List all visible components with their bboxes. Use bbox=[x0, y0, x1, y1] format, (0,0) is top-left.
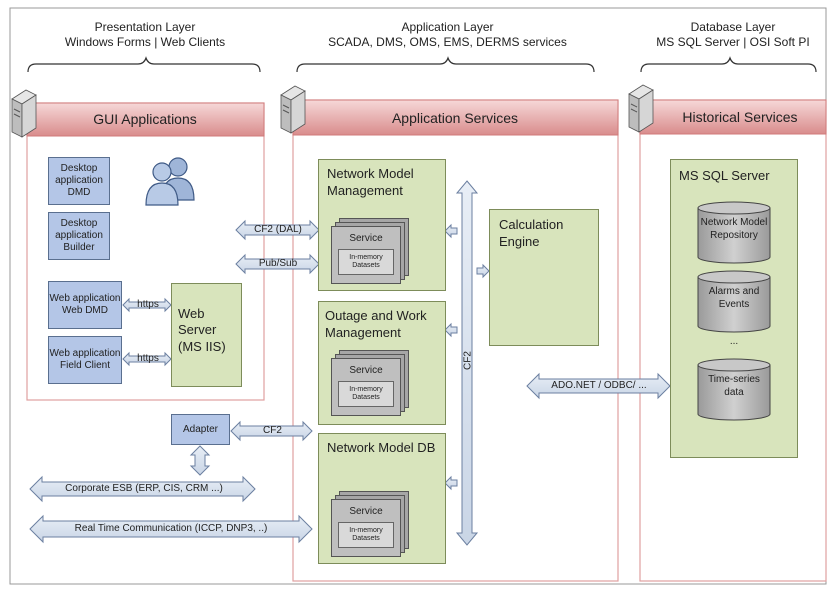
presentation-layer-title: Presentation Layer bbox=[94, 20, 196, 34]
ado-label: ADO.NET / ODBC/ ... bbox=[551, 380, 647, 391]
historical-header bbox=[639, 99, 827, 135]
service-box: Service In-memory Datasets bbox=[331, 226, 401, 284]
cf2-bus-label: CF2 bbox=[462, 351, 474, 370]
server-icon bbox=[280, 85, 306, 134]
service-label: Service bbox=[349, 233, 383, 244]
datasets-box: In-memory Datasets bbox=[338, 381, 394, 407]
service-title: Network Model DB bbox=[327, 440, 436, 455]
service-box: Service In-memory Datasets bbox=[331, 499, 401, 557]
https-label: https bbox=[137, 353, 159, 364]
web-server-label: Web Server (MS IIS) bbox=[178, 306, 226, 354]
presentation-brace bbox=[27, 56, 261, 73]
historical-title: Historical Services bbox=[682, 109, 798, 125]
service-title: Network Model Management bbox=[327, 166, 414, 198]
esb-arrow bbox=[29, 475, 256, 503]
network-model-db-box: Network Model DB Service In-memory Datas… bbox=[318, 433, 446, 564]
database-brace bbox=[640, 56, 817, 73]
service-title: Outage and Work Management bbox=[325, 308, 427, 340]
adapter-box: Adapter bbox=[171, 414, 230, 445]
service-label: Service bbox=[349, 365, 383, 376]
datasets-box: In-memory Datasets bbox=[338, 522, 394, 548]
db-cylinder-label: Network Model Repository bbox=[700, 217, 768, 241]
db-cylinder: Alarms and Events bbox=[697, 270, 771, 334]
db-cylinder: Time-series data bbox=[697, 358, 771, 422]
db-cylinder: Network Model Repository bbox=[697, 201, 771, 265]
service-label: Service bbox=[349, 506, 383, 517]
web-server-box: Web Server (MS IIS) bbox=[171, 283, 242, 387]
calc-engine-label: Calculation Engine bbox=[499, 217, 564, 249]
pubsub-label: Pub/Sub bbox=[258, 258, 298, 269]
db-cylinder-label: Alarms and Events bbox=[708, 286, 760, 310]
server-icon bbox=[628, 84, 654, 133]
service-box: Service In-memory Datasets bbox=[331, 358, 401, 416]
server-icon bbox=[11, 89, 37, 138]
rtc-arrow bbox=[29, 514, 313, 544]
adapter-cf2-label: CF2 bbox=[263, 425, 282, 436]
esb-label: Corporate ESB (ERP, CIS, CRM ...) bbox=[65, 483, 223, 494]
datasets-box: In-memory Datasets bbox=[338, 249, 394, 275]
presentation-layer-subtitle: Windows Forms | Web Clients bbox=[64, 35, 226, 49]
web-field-client-box: Web application Field Client bbox=[48, 336, 122, 384]
rtc-label: Real Time Communication (ICCP, DNP3, ..) bbox=[74, 523, 268, 534]
db-ellipsis: ... bbox=[729, 336, 739, 347]
desktop-builder-box: Desktop application Builder bbox=[48, 212, 110, 260]
app-services-title: Application Services bbox=[391, 110, 519, 126]
db-title: MS SQL Server bbox=[679, 168, 770, 183]
database-layer-subtitle: MS SQL Server | OSI Soft PI bbox=[656, 35, 810, 49]
users-icon bbox=[145, 157, 195, 206]
application-brace bbox=[296, 56, 595, 73]
gui-panel-title: GUI Applications bbox=[93, 111, 197, 127]
cf2-dal-label: CF2 (DAL) bbox=[254, 224, 302, 235]
database-layer-title: Database Layer bbox=[690, 20, 776, 34]
https-label: https bbox=[137, 299, 159, 310]
calculation-engine-box: Calculation Engine bbox=[489, 209, 599, 346]
cf2-bus-arrow bbox=[455, 180, 479, 546]
app-services-header bbox=[292, 99, 619, 136]
network-model-management-box: Network Model Management Service In-memo… bbox=[318, 159, 446, 291]
application-layer-title: Application Layer bbox=[401, 20, 494, 34]
application-layer-subtitle: SCADA, DMS, OMS, EMS, DERMS services bbox=[328, 35, 567, 49]
web-dmd-box: Web application Web DMD bbox=[48, 281, 122, 329]
desktop-dmd-box: Desktop application DMD bbox=[48, 157, 110, 205]
db-cylinder-label: Time-series data bbox=[708, 374, 760, 398]
gui-panel-header bbox=[26, 102, 265, 137]
adapter-vertical-arrow bbox=[189, 445, 211, 476]
outage-work-management-box: Outage and Work Management Service In-me… bbox=[318, 301, 446, 425]
adapter-cf2-arrow bbox=[230, 420, 313, 442]
